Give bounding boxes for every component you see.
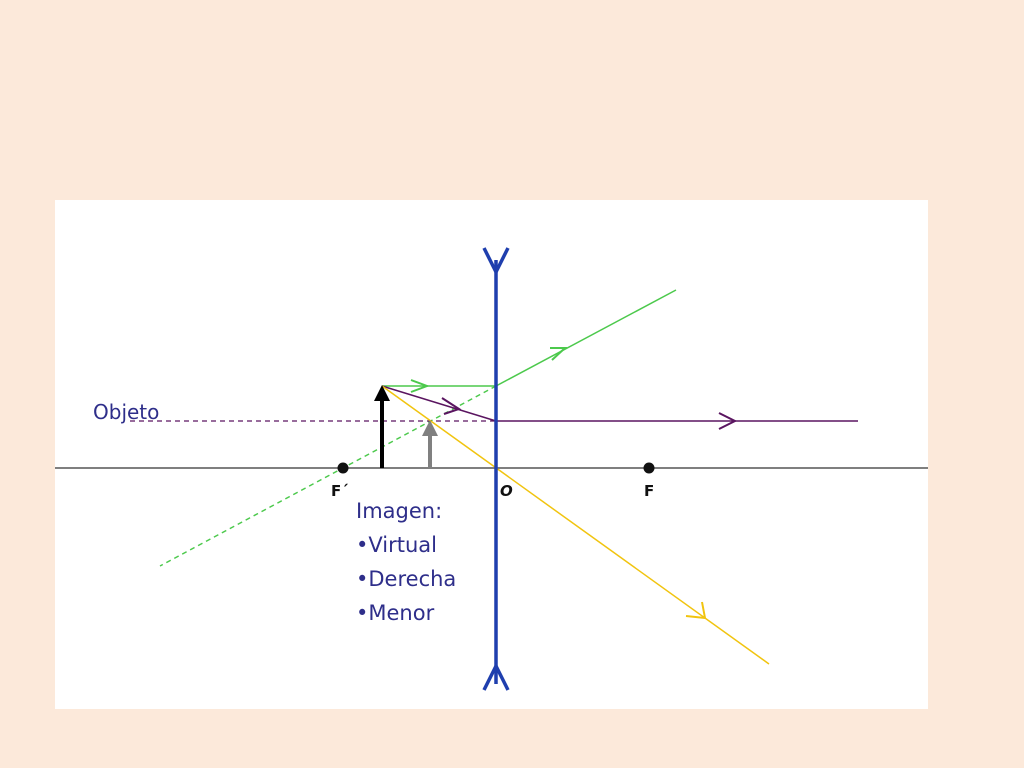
focus-far-label: F <box>644 482 654 500</box>
purple-ray-arrowhead-incident <box>441 397 462 415</box>
yellow-ray <box>381 385 770 665</box>
green-ray-refracted <box>495 289 677 387</box>
green-ray-extension <box>159 385 497 567</box>
optics-diagram: Objeto F´ O F Imagen: •Virtual •Derecha … <box>55 247 928 691</box>
focal-point-far <box>643 462 655 474</box>
image-notes-title: Imagen: <box>356 499 442 523</box>
image-note-item: •Virtual <box>356 533 437 557</box>
green-ray-arrowhead-refracted <box>550 347 568 361</box>
focal-point-near <box>337 462 349 474</box>
yellow-ray-arrowhead <box>685 601 707 620</box>
image-note-item: •Menor <box>356 601 435 625</box>
focus-near-label: F´ <box>331 482 349 500</box>
diagram-panel: Objeto F´ O F Imagen: •Virtual •Derecha … <box>55 200 928 709</box>
image-arrow-head <box>422 420 438 436</box>
center-label: O <box>500 482 513 500</box>
object-arrow-head <box>374 385 390 401</box>
purple-ray-arrowhead-refracted <box>718 412 738 430</box>
purple-ray-incident <box>381 385 497 422</box>
image-note-item: •Derecha <box>356 567 456 591</box>
inverted-v-fork-icon <box>482 662 510 691</box>
green-ray-arrowhead-incident <box>410 379 430 393</box>
object-label: Objeto <box>93 400 159 424</box>
v-fork-icon <box>482 247 510 276</box>
